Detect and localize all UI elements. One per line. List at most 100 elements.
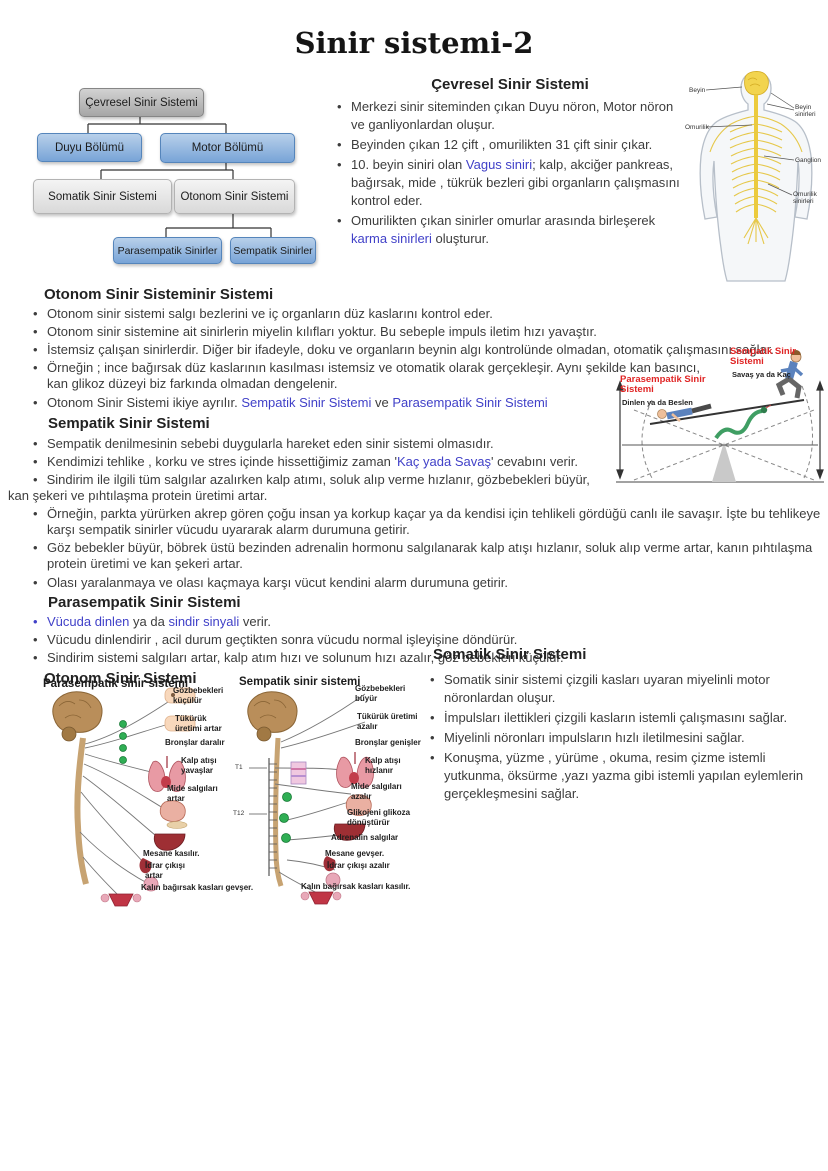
bullet-text: Somatik sinir sistemi çizgili kasları uy… [444, 672, 770, 705]
bullet-item: • Sempatik denilmesinin sebebi duygularla… [28, 436, 826, 452]
sempatik-bullet-list: • Sempatik denilmesinin sebebi duygularla… [8, 436, 826, 591]
parasympathetic-panel-art [52, 687, 196, 907]
bullet-marker: • [430, 672, 435, 687]
bullet-text: Otonom sinir sistemi salgı bezlerini ve … [47, 306, 493, 321]
flow-node-somatik: Somatik Sinir Sistemi [33, 179, 172, 214]
bullet-item: •Otonom sinir sistemi salgı bezlerini ve… [28, 306, 826, 322]
bullet-text: 10. beyin siniri olan Vagus siniri; kalp… [351, 156, 680, 208]
bullet-text: Sempatik denilmesinin sebebi duygularla … [47, 435, 494, 451]
bullet-marker: • [33, 631, 38, 647]
bullet-marker: • [33, 574, 38, 590]
bullet-text: Omurilikten çıkan sinirler omurlar arası… [351, 212, 656, 246]
running-person [775, 350, 804, 399]
bullet-item: • Omurilikten çıkan sinirler omurlar aras… [332, 212, 688, 248]
bullet-marker: • [33, 394, 38, 410]
otonom-bullet-list: • Otonom sinir sistemi salgı bezlerini ve… [28, 306, 826, 411]
bullet-marker: • [33, 360, 38, 376]
bullet-item: •Sindirim sistemi salgıları artar, kalp … [28, 650, 826, 666]
bullet-text: Vücuda dinlen ya da sindir sinyali verir… [47, 613, 272, 629]
bullet-item: • Otonom Sinir Sistemi ikiye ayrılır. Sem… [28, 395, 826, 411]
flow-node-cevresel: Çevresel Sinir Sistemi [79, 88, 204, 117]
section-heading-otonom: Otonom Sinir Sisteminir Sistemi [44, 286, 274, 303]
bullet-item: •Konuşma, yüzme , yürüme , okuma, resim … [425, 749, 825, 803]
nervous-system-flowchart: Çevresel Sinir Sistemi Duyu Bölümü Motor… [30, 85, 322, 270]
bullet-text: Olası yaralanmaya ve olası kaçmaya karşı… [47, 574, 508, 590]
anatomy-label: Adrenalin salgılar [331, 833, 399, 842]
bullet-text: Örneğin, parkta yürürken akrep gören çoğ… [47, 506, 821, 538]
anatomy-left-title: Parasempatik sinir sistemi [43, 678, 189, 690]
bullet-text: Otonom Sinir Sistemi ikiye ayrılır. Semp… [47, 394, 548, 410]
somatik-bullet-list: • Somatik sinir sistemi çizgili kasları u… [425, 671, 825, 803]
bullet-text: Otonom sinir sistemine ait sinirlerin mi… [47, 324, 597, 340]
anatomy-label: İdrar çıkışı azalır [327, 861, 390, 870]
bullet-text: Göz bebekler büyür, böbrek üstü bezinden… [47, 540, 813, 572]
body-label-beyin-sinirleri: Beyin sinirleri [795, 104, 816, 119]
bullet-marker: • [33, 453, 38, 469]
anatomy-label: Tükürük üretimi azalır [357, 712, 418, 731]
bullet-text: Sindirim ile ilgili tüm salgılar azalırk… [8, 471, 590, 503]
bullet-item: •Otonom sinir sistemine ait sinirlerin m… [28, 324, 826, 340]
anatomy-label: Mide salgıları artar [167, 784, 218, 803]
bullet-item: • Kendimizi tehlike , korku ve stres için… [28, 454, 826, 470]
bullet-marker: • [337, 156, 342, 172]
bullet-marker: • [33, 613, 38, 629]
bullet-marker: • [33, 506, 38, 522]
anatomy-label: Kalın bağırsak kasları gevşer. [141, 883, 254, 892]
bullet-marker: • [430, 709, 435, 725]
bullet-marker: • [33, 342, 38, 358]
bullet-item: •Örneğin ; ince bağırsak düz kaslarının … [28, 360, 826, 392]
anatomy-label: Mide salgıları azalır [351, 782, 402, 801]
bullet-item: • Vücuda dinlen ya da sindir sinyali veri… [28, 614, 826, 630]
anatomy-label: Mesane gevşer. [325, 849, 385, 858]
body-figure-art [699, 71, 813, 282]
range-arrows [616, 380, 824, 480]
nervous-system-body-figure: Beyin Omurilik Beyin sinirleri Ganglion … [684, 68, 828, 282]
spinal-nerves [709, 115, 803, 245]
bullet-text: Kendimizi tehlike , korku ve stres içind… [47, 453, 578, 469]
seesaw-sublabel-sempatik: Savaş ya da Kaç [732, 370, 791, 379]
bullet-marker: • [337, 99, 342, 114]
flow-node-parasempatik: Parasempatik Sinirler [113, 237, 222, 264]
main-text-column: Otonom Sinir Sisteminir Sistemi •Otonom … [8, 286, 826, 687]
section-heading-parasempatik: Parasempatik Sinir Sistemi [48, 593, 241, 611]
bullet-item: •İmpulsları ilettikleri çizgili kasların… [425, 709, 825, 727]
bullet-text: Konuşma, yüzme , yürüme , okuma, resim ç… [444, 749, 804, 801]
flow-node-sempatik: Sempatik Sinirler [230, 237, 316, 264]
anatomy-label: İdrar çıkışı artar [145, 861, 186, 880]
flow-node-motor: Motor Bölümü [160, 133, 295, 163]
bullet-marker: • [33, 540, 38, 556]
anatomy-right-title: Sempatik sinir sistemi [239, 676, 361, 688]
section-heading-cevresel: Çevresel Sinir Sistemi [431, 76, 589, 93]
parasempatik-bullet-list: • Vücuda dinlen ya da sindir sinyali veri… [28, 614, 826, 666]
seesaw-sublabel-parasempatik: Dinlen ya da Beslen [622, 398, 693, 407]
section-cevresel: Çevresel Sinir Sistemi • Merkezi sinir si… [332, 76, 688, 250]
snake [714, 404, 772, 440]
section-heading-sempatik: Sempatik Sinir Sistemi [48, 414, 210, 432]
brain-shape [744, 71, 769, 96]
bullet-marker: • [33, 435, 38, 451]
body-label-beyin: Beyin [689, 87, 706, 94]
bullet-text: Vücudu dinlendirir , acil durum geçtikte… [47, 631, 518, 647]
seesaw-art [616, 350, 824, 483]
anatomy-label: Tükürük üretimi artar [175, 714, 222, 733]
section-heading-otonom-figure: Otonom Sinir Sistemi [44, 669, 197, 687]
anatomy-label: Glikojeni glikoza dönüştürür [347, 808, 411, 827]
anatomy-label: Kalp atışı yavaşlar [181, 756, 217, 775]
bullet-item: • Merkezi sinir siteminden çıkan Duyu nör… [332, 98, 688, 134]
flow-node-duyu: Duyu Bölümü [37, 133, 142, 162]
bullet-marker: • [337, 212, 342, 228]
bullet-text: Miyelinli nöronları impulsların hızlı il… [444, 729, 745, 745]
bullet-item: •Sindirim ile ilgili tüm salgılar azalır… [8, 472, 608, 504]
bullet-text: Beyinden çıkan 12 çift , omurilikten 31 … [351, 136, 653, 152]
bullet-item: • Miyelinli nöronları impulsların hızlı i… [425, 729, 825, 747]
bullet-item: •Beyinden çıkan 12 çift , omurilikten 31… [332, 136, 688, 154]
bullet-marker: • [430, 729, 435, 745]
flowchart-connectors [87, 115, 272, 237]
bullet-text: Sindirim sistemi salgıları artar, kalp a… [47, 649, 564, 665]
sympathetic-panel-art [247, 691, 374, 905]
anatomy-label: Bronşlar daralır [165, 738, 225, 747]
label-leader-lines [705, 86, 795, 196]
bullet-text: Merkezi sinir siteminden çıkan Duyu nöro… [351, 99, 674, 132]
anatomy-label: Kalp atışı hızlanır [365, 756, 401, 775]
lying-person [657, 403, 712, 422]
